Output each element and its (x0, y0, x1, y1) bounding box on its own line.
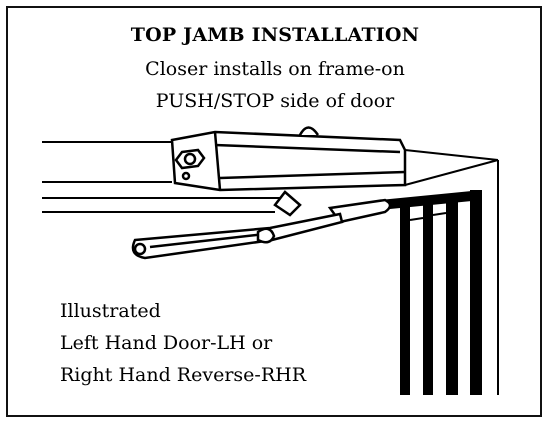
install-note-line-1: Closer installs on frame-on (145, 58, 405, 80)
closer-body (170, 126, 407, 192)
diagram-title: TOP JAMB INSTALLATION (130, 24, 420, 46)
closer-arm (131, 190, 392, 260)
illustration-notes: Illustrated Left Hand Door-LH or Right H… (60, 295, 306, 391)
notes-line-2: Left Hand Door-LH or (60, 332, 273, 354)
notes-line-1: Illustrated (60, 300, 161, 322)
door-frame (42, 141, 499, 395)
door-jamb (380, 190, 482, 395)
notes-line-3: Right Hand Reverse-RHR (60, 364, 306, 386)
install-note-line-2: PUSH/STOP side of door (155, 90, 395, 112)
